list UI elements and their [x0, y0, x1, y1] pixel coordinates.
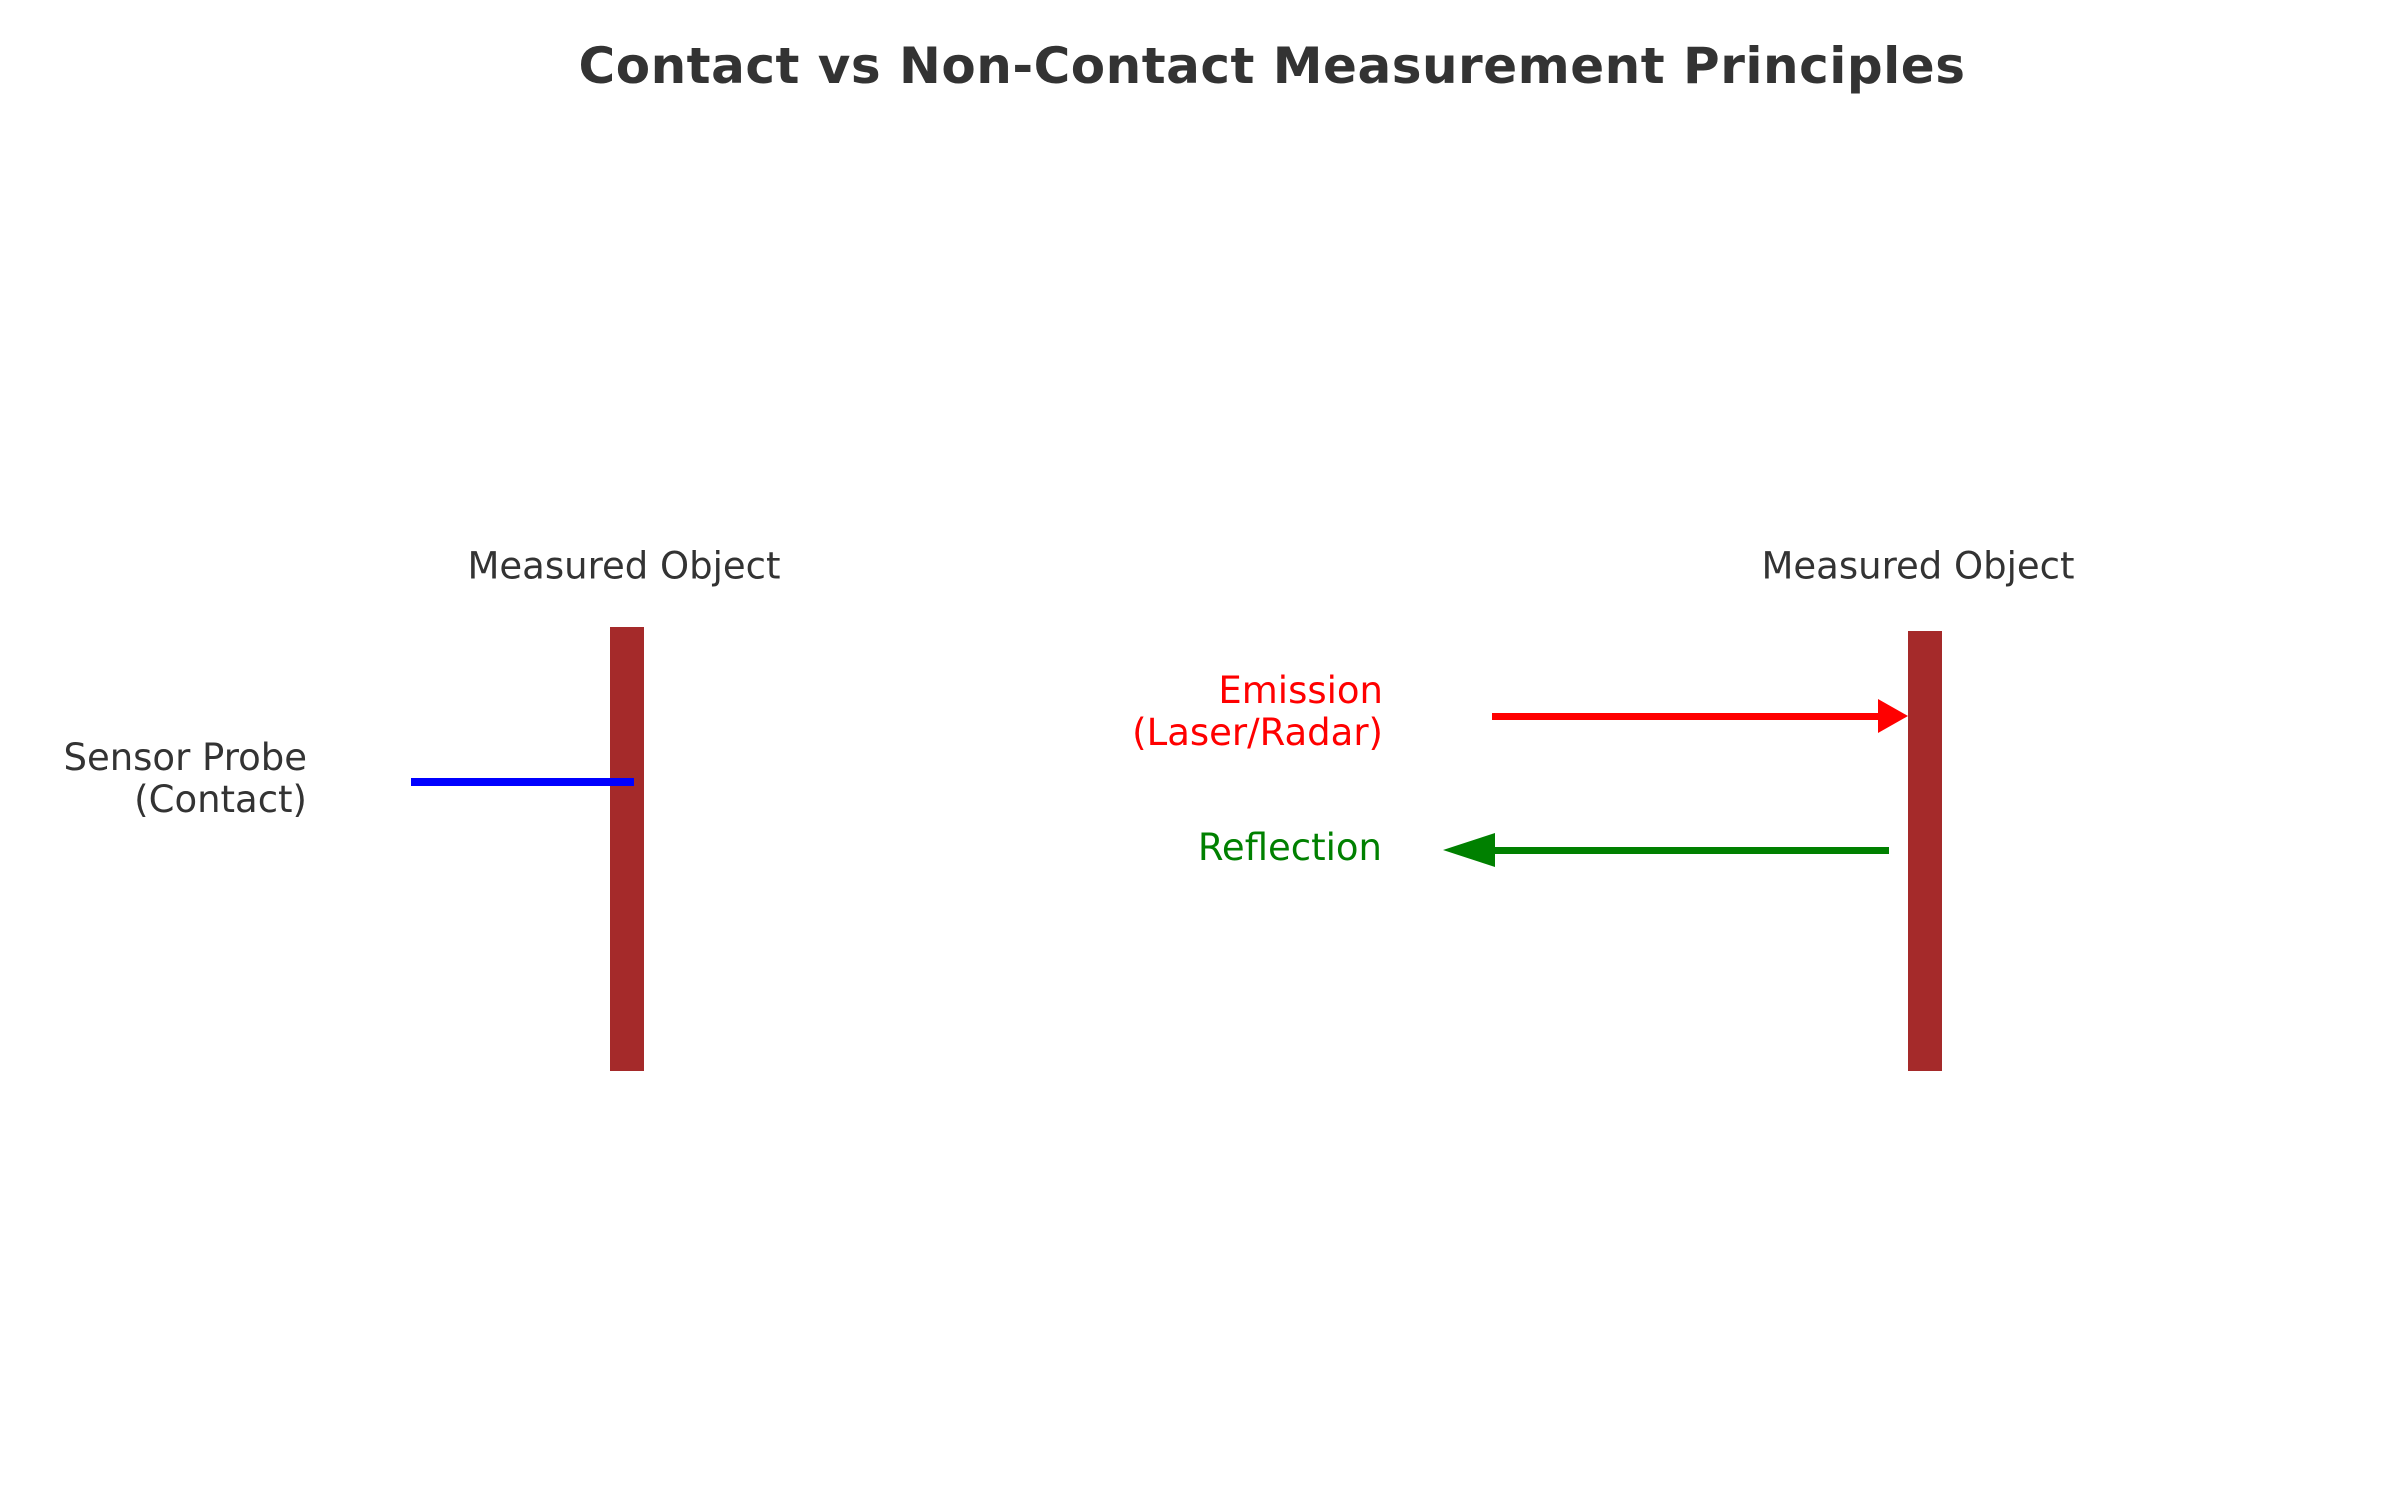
reflection-arrow-shaft — [1495, 847, 1889, 854]
right-measured-object-bar — [1908, 631, 1942, 1071]
sensor-probe-label: Sensor Probe (Contact) — [63, 736, 307, 821]
reflection-label: Reflection — [1197, 826, 1382, 869]
emission-arrow-shaft — [1492, 713, 1878, 720]
left-measured-object-label: Measured Object — [467, 544, 781, 588]
left-measured-object-bar — [610, 627, 644, 1071]
reflection-arrow-head-icon — [1443, 833, 1495, 867]
right-measured-object-label: Measured Object — [1761, 544, 2075, 588]
diagram-title: Contact vs Non-Contact Measurement Princ… — [578, 37, 1966, 95]
sensor-probe-line — [411, 778, 634, 786]
emission-label: Emission (Laser/Radar) — [1132, 669, 1383, 754]
emission-arrow-head-icon — [1878, 699, 1908, 733]
